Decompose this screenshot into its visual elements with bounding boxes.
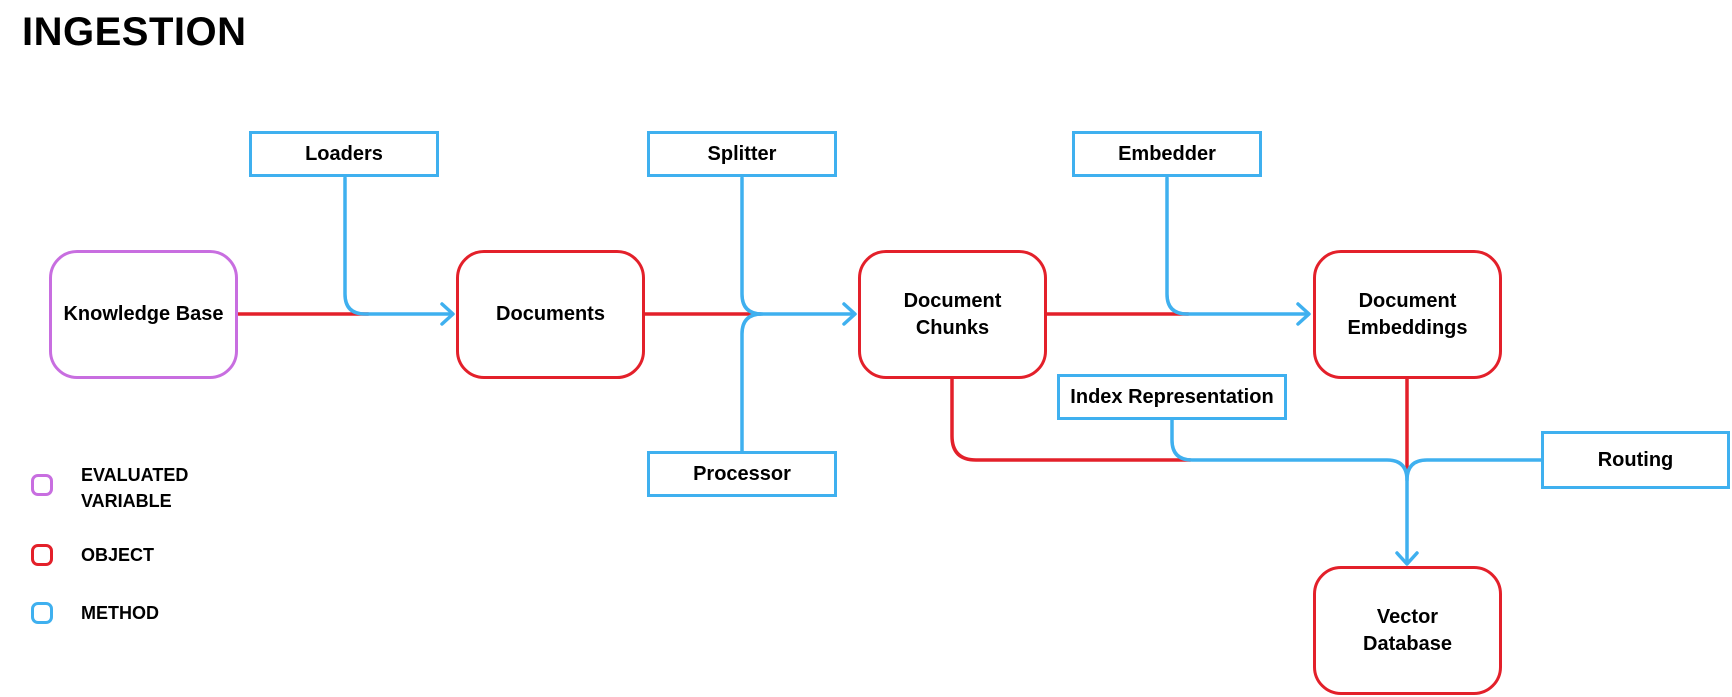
document-chunks-node[interactable]: Document Chunks xyxy=(858,250,1047,379)
arrow-head xyxy=(1296,302,1311,326)
vector-database-label-line1: Vector xyxy=(1376,605,1439,628)
vector-database-label-line2: Database xyxy=(1363,632,1452,655)
legend-variable-label-line2: VARIABLE xyxy=(81,491,172,511)
knowledge-base-label: Knowledge Base xyxy=(63,303,224,325)
document-embeddings-node[interactable]: Document Embeddings xyxy=(1313,250,1502,379)
edge-routing xyxy=(1405,458,1543,482)
legend-variable-swatch xyxy=(31,474,53,496)
legend-object-swatch xyxy=(31,544,53,566)
embedder-method[interactable]: Embedder xyxy=(1072,131,1262,177)
document-chunks-label-line1: Document xyxy=(903,289,1002,312)
routing-label: Routing xyxy=(1597,448,1674,471)
arrow-head xyxy=(842,302,857,326)
routing-method[interactable]: Routing xyxy=(1541,431,1730,489)
edge-index-representation xyxy=(1170,417,1409,565)
document-chunks-label-line2: Chunks xyxy=(915,316,990,339)
splitter-method[interactable]: Splitter xyxy=(647,131,837,177)
embedder-label: Embedder xyxy=(1118,142,1216,165)
loaders-method[interactable]: Loaders xyxy=(249,131,439,177)
processor-method[interactable]: Processor xyxy=(647,451,837,497)
loaders-label: Loaders xyxy=(305,142,383,165)
page-title: INGESTION xyxy=(22,10,247,54)
legend-variable-label-line1: EVALUATED xyxy=(81,465,189,485)
splitter-label: Splitter xyxy=(707,142,777,165)
documents-node[interactable]: Documents xyxy=(456,250,645,379)
legend-method-label: METHOD xyxy=(81,603,159,623)
edge-processor xyxy=(740,312,764,453)
arrow-head xyxy=(1395,551,1419,566)
edge-embedder xyxy=(1165,176,1310,316)
index-representation-method[interactable]: Index Representation xyxy=(1057,374,1287,420)
processor-label: Processor xyxy=(693,462,791,485)
legend-method-swatch xyxy=(31,602,53,624)
legend-variable-label: EVALUATED VARIABLE xyxy=(81,462,188,514)
edge-loaders xyxy=(343,176,454,316)
legend-object-label: OBJECT xyxy=(81,545,155,565)
knowledge-base-node[interactable]: Knowledge Base xyxy=(49,250,238,379)
vector-database-node[interactable]: Vector Database xyxy=(1313,566,1502,695)
index-representation-label: Index Representation xyxy=(1070,385,1274,408)
edge-chunks-to-vector-db xyxy=(950,376,1192,462)
document-embeddings-label-line1: Document xyxy=(1358,289,1457,312)
documents-label: Documents xyxy=(496,303,605,325)
arrow-head xyxy=(440,302,455,326)
edge-splitter xyxy=(740,176,856,316)
document-embeddings-label-line2: Embeddings xyxy=(1347,316,1468,339)
